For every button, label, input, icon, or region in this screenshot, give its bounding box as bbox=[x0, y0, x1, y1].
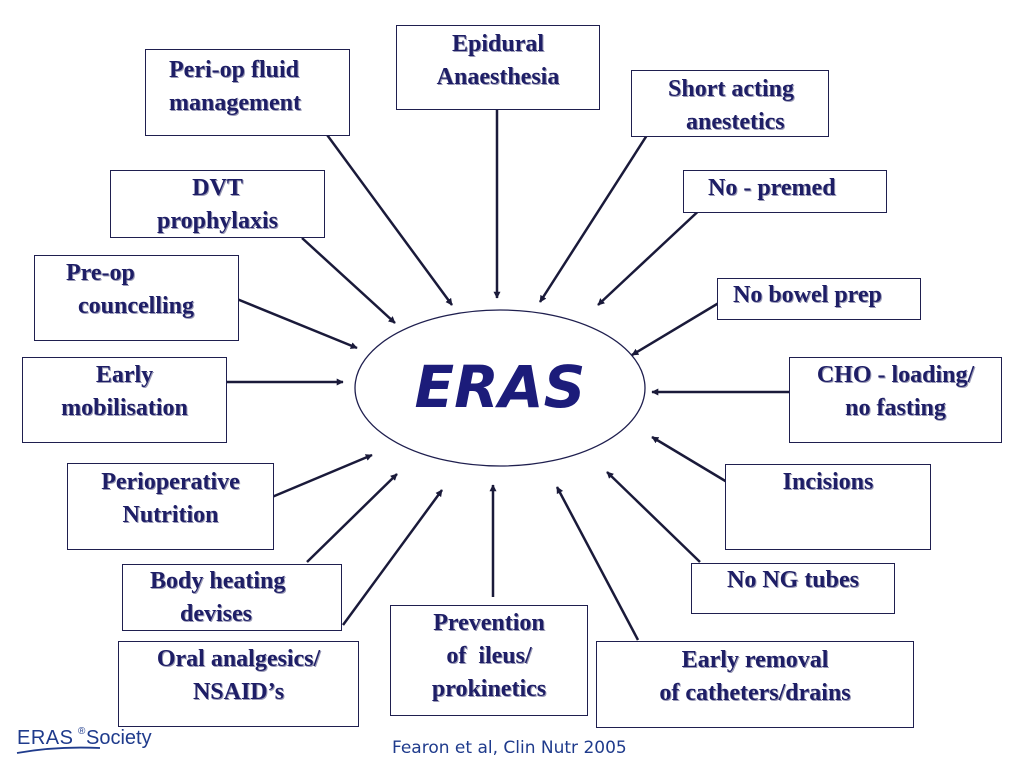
citation: Fearon et al, Clin Nutr 2005 bbox=[392, 738, 627, 758]
label-mobilisation: Early mobilisation bbox=[61, 362, 188, 421]
arrow-no-premed bbox=[597, 203, 707, 306]
box-fluid bbox=[145, 49, 350, 136]
box-heating bbox=[122, 564, 342, 631]
label-no-premed: No - premed bbox=[708, 175, 836, 201]
logo-registered-mark: ® bbox=[78, 726, 86, 737]
box-preop bbox=[34, 255, 239, 341]
box-ileus bbox=[390, 605, 588, 716]
arrow-nutrition bbox=[271, 453, 373, 499]
label-ng: No NG tubes bbox=[726, 567, 859, 593]
box-short-acting bbox=[631, 70, 829, 137]
label-preop: Pre-op councelling bbox=[66, 260, 195, 319]
label-incisions: Incisions bbox=[782, 469, 874, 495]
eras-society-logo: ERAS ® Society bbox=[16, 726, 152, 754]
box-analgesics bbox=[118, 641, 359, 727]
label-short-acting: Short acting anestetics bbox=[668, 76, 794, 135]
arrow-analgesics bbox=[341, 489, 444, 626]
box-cho bbox=[789, 357, 1002, 443]
logo-eras-text: ERAS bbox=[17, 727, 73, 749]
label-heating: Body heating devises bbox=[150, 568, 286, 627]
label-epidural: Epidural Anaesthesia bbox=[436, 31, 560, 90]
box-mobilisation bbox=[22, 357, 227, 443]
hub-ellipse bbox=[354, 309, 646, 467]
label-removal: Early removal of catheters/drains bbox=[659, 647, 851, 706]
box-epidural bbox=[396, 25, 600, 110]
label-nutrition: Perioperative Nutrition bbox=[101, 469, 240, 528]
box-dvt bbox=[110, 170, 325, 238]
label-ileus: Prevention of ileus/ prokinetics bbox=[431, 610, 547, 702]
box-ng bbox=[691, 563, 895, 614]
box-nutrition bbox=[67, 463, 274, 550]
hub-title: ERAS bbox=[414, 353, 586, 421]
label-dvt: DVT prophylaxis bbox=[157, 175, 278, 234]
arrow-preop bbox=[231, 295, 358, 350]
box-no-premed bbox=[683, 170, 887, 213]
arrow-dvt bbox=[301, 237, 396, 324]
label-bowel: No bowel prep bbox=[733, 282, 882, 308]
arrow-fluid bbox=[320, 127, 454, 306]
label-cho: CHO - loading/ no fasting bbox=[816, 362, 975, 421]
label-analgesics: Oral analgesics/ NSAID’s bbox=[156, 646, 321, 705]
arrow-short-acting bbox=[538, 117, 660, 303]
box-bowel bbox=[717, 278, 921, 320]
box-incisions bbox=[725, 464, 931, 550]
box-removal bbox=[596, 641, 914, 728]
arrow-bowel bbox=[631, 299, 723, 357]
logo-society-text: Society bbox=[86, 727, 152, 749]
label-fluid: Peri-op fluid management bbox=[169, 57, 301, 116]
arrow-ng bbox=[606, 471, 701, 563]
arrow-heating bbox=[306, 473, 398, 563]
arrow-removal bbox=[555, 486, 640, 641]
